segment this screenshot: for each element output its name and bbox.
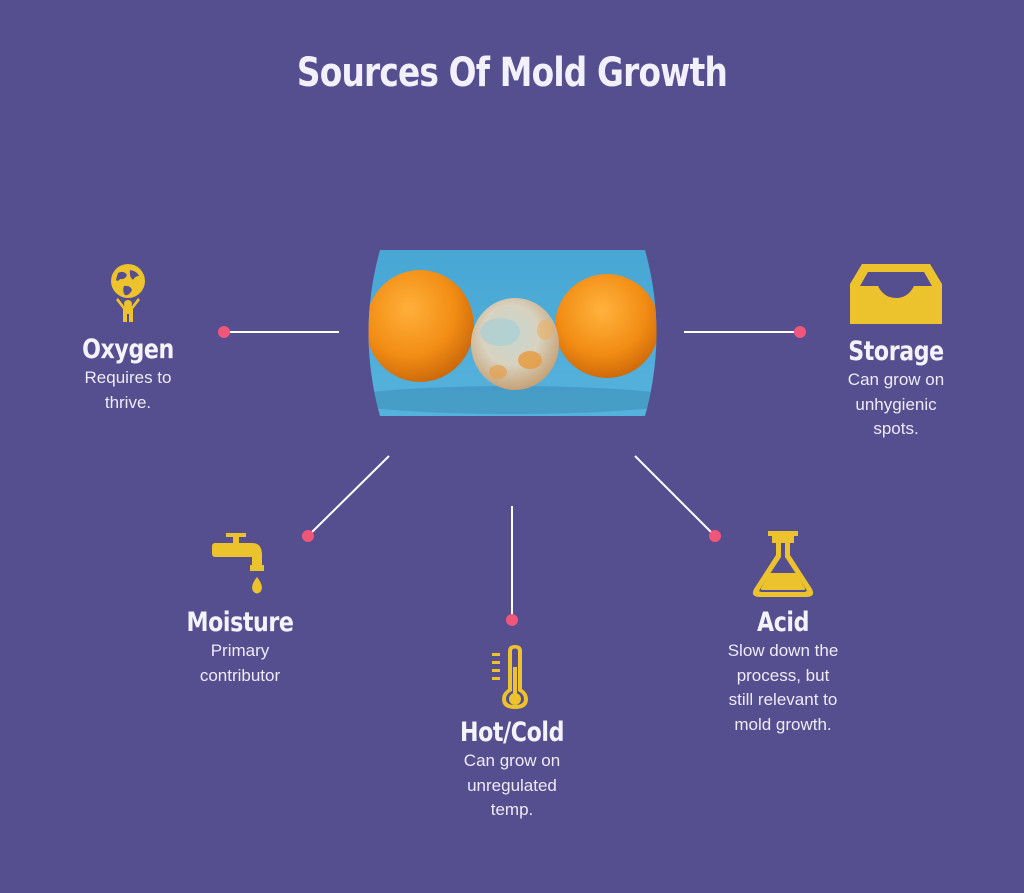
- page-title: Sources Of Mold Growth: [296, 50, 728, 96]
- storage-box-icon: [850, 264, 942, 324]
- node-oxygen: Oxygen Requires to thrive.: [43, 262, 213, 415]
- connector-dot-hotcold: [506, 614, 518, 626]
- connector-dot-moisture: [302, 530, 314, 542]
- node-description: Primary contributor: [199, 641, 281, 685]
- connector-dot-storage: [794, 326, 806, 338]
- connector-dot-oxygen: [218, 326, 230, 338]
- node-label: Oxygen: [82, 334, 174, 365]
- connector-dot-acid: [709, 530, 721, 542]
- node-label: Moisture: [186, 607, 294, 638]
- node-acid: Acid Slow down the process, but still re…: [698, 531, 868, 737]
- node-moisture: Moisture Primary contributor: [155, 533, 325, 688]
- node-description: Can grow on unregulated temp.: [463, 751, 561, 819]
- node-description: Can grow on unhygienic spots.: [847, 370, 945, 438]
- node-description: Slow down the process, but still relevan…: [727, 641, 839, 734]
- node-description: Requires to thrive.: [84, 368, 172, 412]
- node-hotcold: Hot/Cold Can grow on unregulated temp.: [427, 645, 597, 823]
- node-storage: Storage Can grow on unhygienic spots.: [811, 264, 981, 442]
- connector-moisture: [307, 455, 390, 537]
- connector-acid: [634, 455, 716, 537]
- node-label: Acid: [756, 607, 810, 638]
- node-label: Hot/Cold: [459, 717, 565, 748]
- faucet-drip-icon: [212, 533, 264, 594]
- flask-icon: [752, 531, 814, 597]
- globe-person-icon: [111, 264, 145, 322]
- node-label: Storage: [848, 336, 944, 367]
- thermometer-icon: [492, 645, 528, 709]
